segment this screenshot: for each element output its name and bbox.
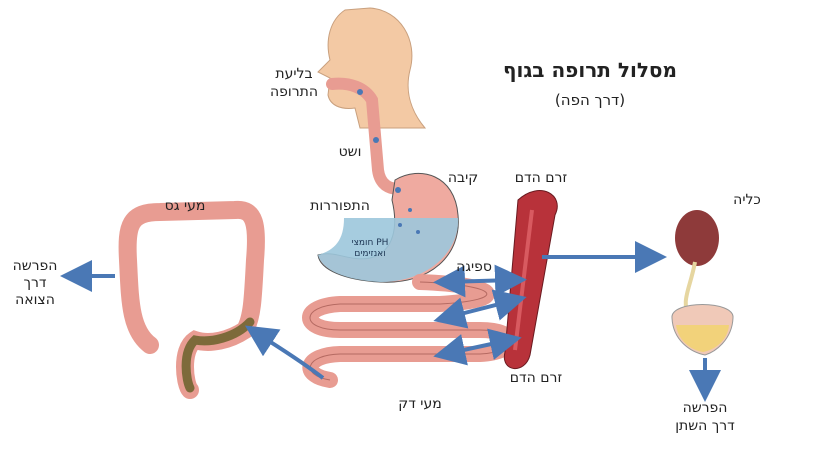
label-urine-2: דרך השתן: [675, 418, 735, 434]
label-swallow-1: בליעת: [275, 66, 313, 82]
large-intestine-illustration: [118, 200, 265, 399]
label-feces-2: דרך: [23, 275, 47, 291]
stomach-fluid: [318, 218, 459, 282]
label-acid-2: ואנזימים: [354, 249, 386, 259]
label-bloodstream-bottom: זרם הדם: [509, 370, 563, 386]
label-bloodstream-top: זרם הדם: [514, 170, 568, 186]
label-kidney: כליה: [733, 192, 761, 208]
flow-arrows: [60, 241, 721, 402]
head-illustration: [317, 7, 427, 129]
label-large-intestine: מעי גס: [164, 198, 206, 214]
label-disintegration: התפוררות: [310, 198, 370, 214]
label-stomach: קיבה: [447, 170, 479, 186]
diagram-title: מסלול תרופה בגוף: [502, 58, 677, 82]
label-esophagus: ושט: [338, 144, 362, 160]
kidney-illustration: [675, 210, 719, 266]
label-feces-3: הצואה: [15, 292, 55, 308]
esophagus-illustration: [326, 77, 406, 195]
label-swallow-2: התרופה: [270, 84, 318, 100]
diagram-subtitle: (דרך הפה): [554, 91, 626, 109]
label-small-intestine: מעי דק: [398, 396, 442, 412]
small-intestine-illustration: [302, 274, 518, 388]
label-urine-1: הפרשה: [682, 400, 728, 416]
label-feces-1: הפרשה: [12, 258, 58, 274]
label-acid-1: PH חומצי: [351, 238, 389, 248]
label-absorption: ספיגה: [456, 259, 492, 275]
